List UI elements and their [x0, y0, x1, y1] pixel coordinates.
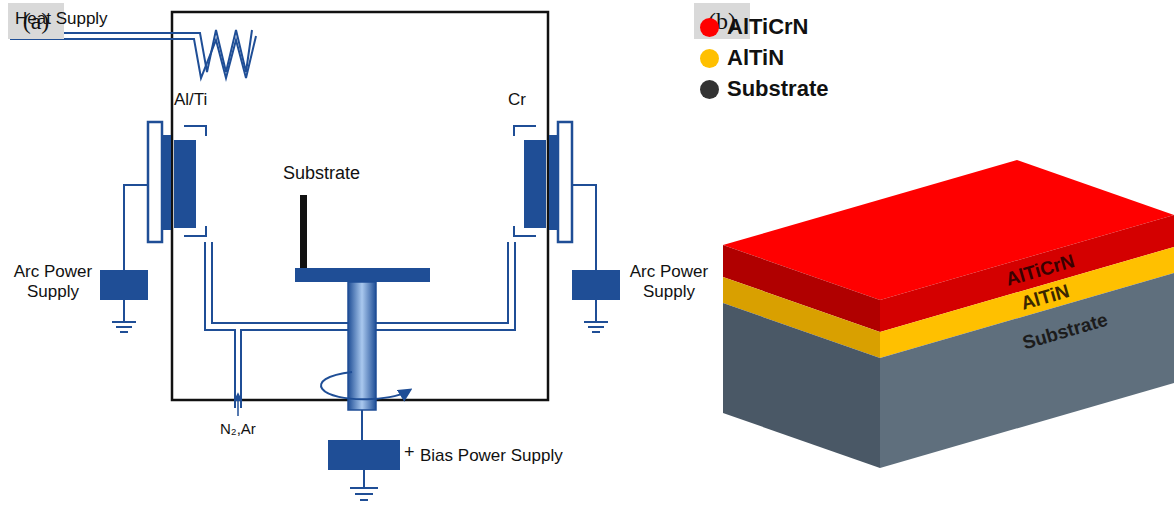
supply-label: Heat Supply: [15, 9, 108, 29]
supply-label: Bias Power Supply: [420, 446, 563, 466]
legend-text: AlTiN: [727, 45, 784, 71]
target-label: Cr: [508, 90, 526, 110]
legend-item: AlTiCrN: [700, 14, 809, 40]
legend-item: Substrate: [700, 76, 828, 102]
supply-label: Arc Power Supply: [8, 262, 98, 301]
legend-text: AlTiCrN: [727, 14, 809, 40]
gas-label: N₂,Ar: [220, 420, 256, 437]
legend-item: AlTiN: [700, 45, 784, 71]
target-label: Al/Ti: [174, 90, 207, 110]
supply-label: Arc Power Supply: [624, 262, 714, 301]
polarity-sign: +: [404, 442, 415, 463]
legend-swatch: [700, 18, 719, 37]
legend-text: Substrate: [727, 76, 828, 102]
substrate-label: Substrate: [283, 163, 360, 184]
legend-swatch: [700, 49, 719, 68]
legend-swatch: [700, 80, 719, 99]
